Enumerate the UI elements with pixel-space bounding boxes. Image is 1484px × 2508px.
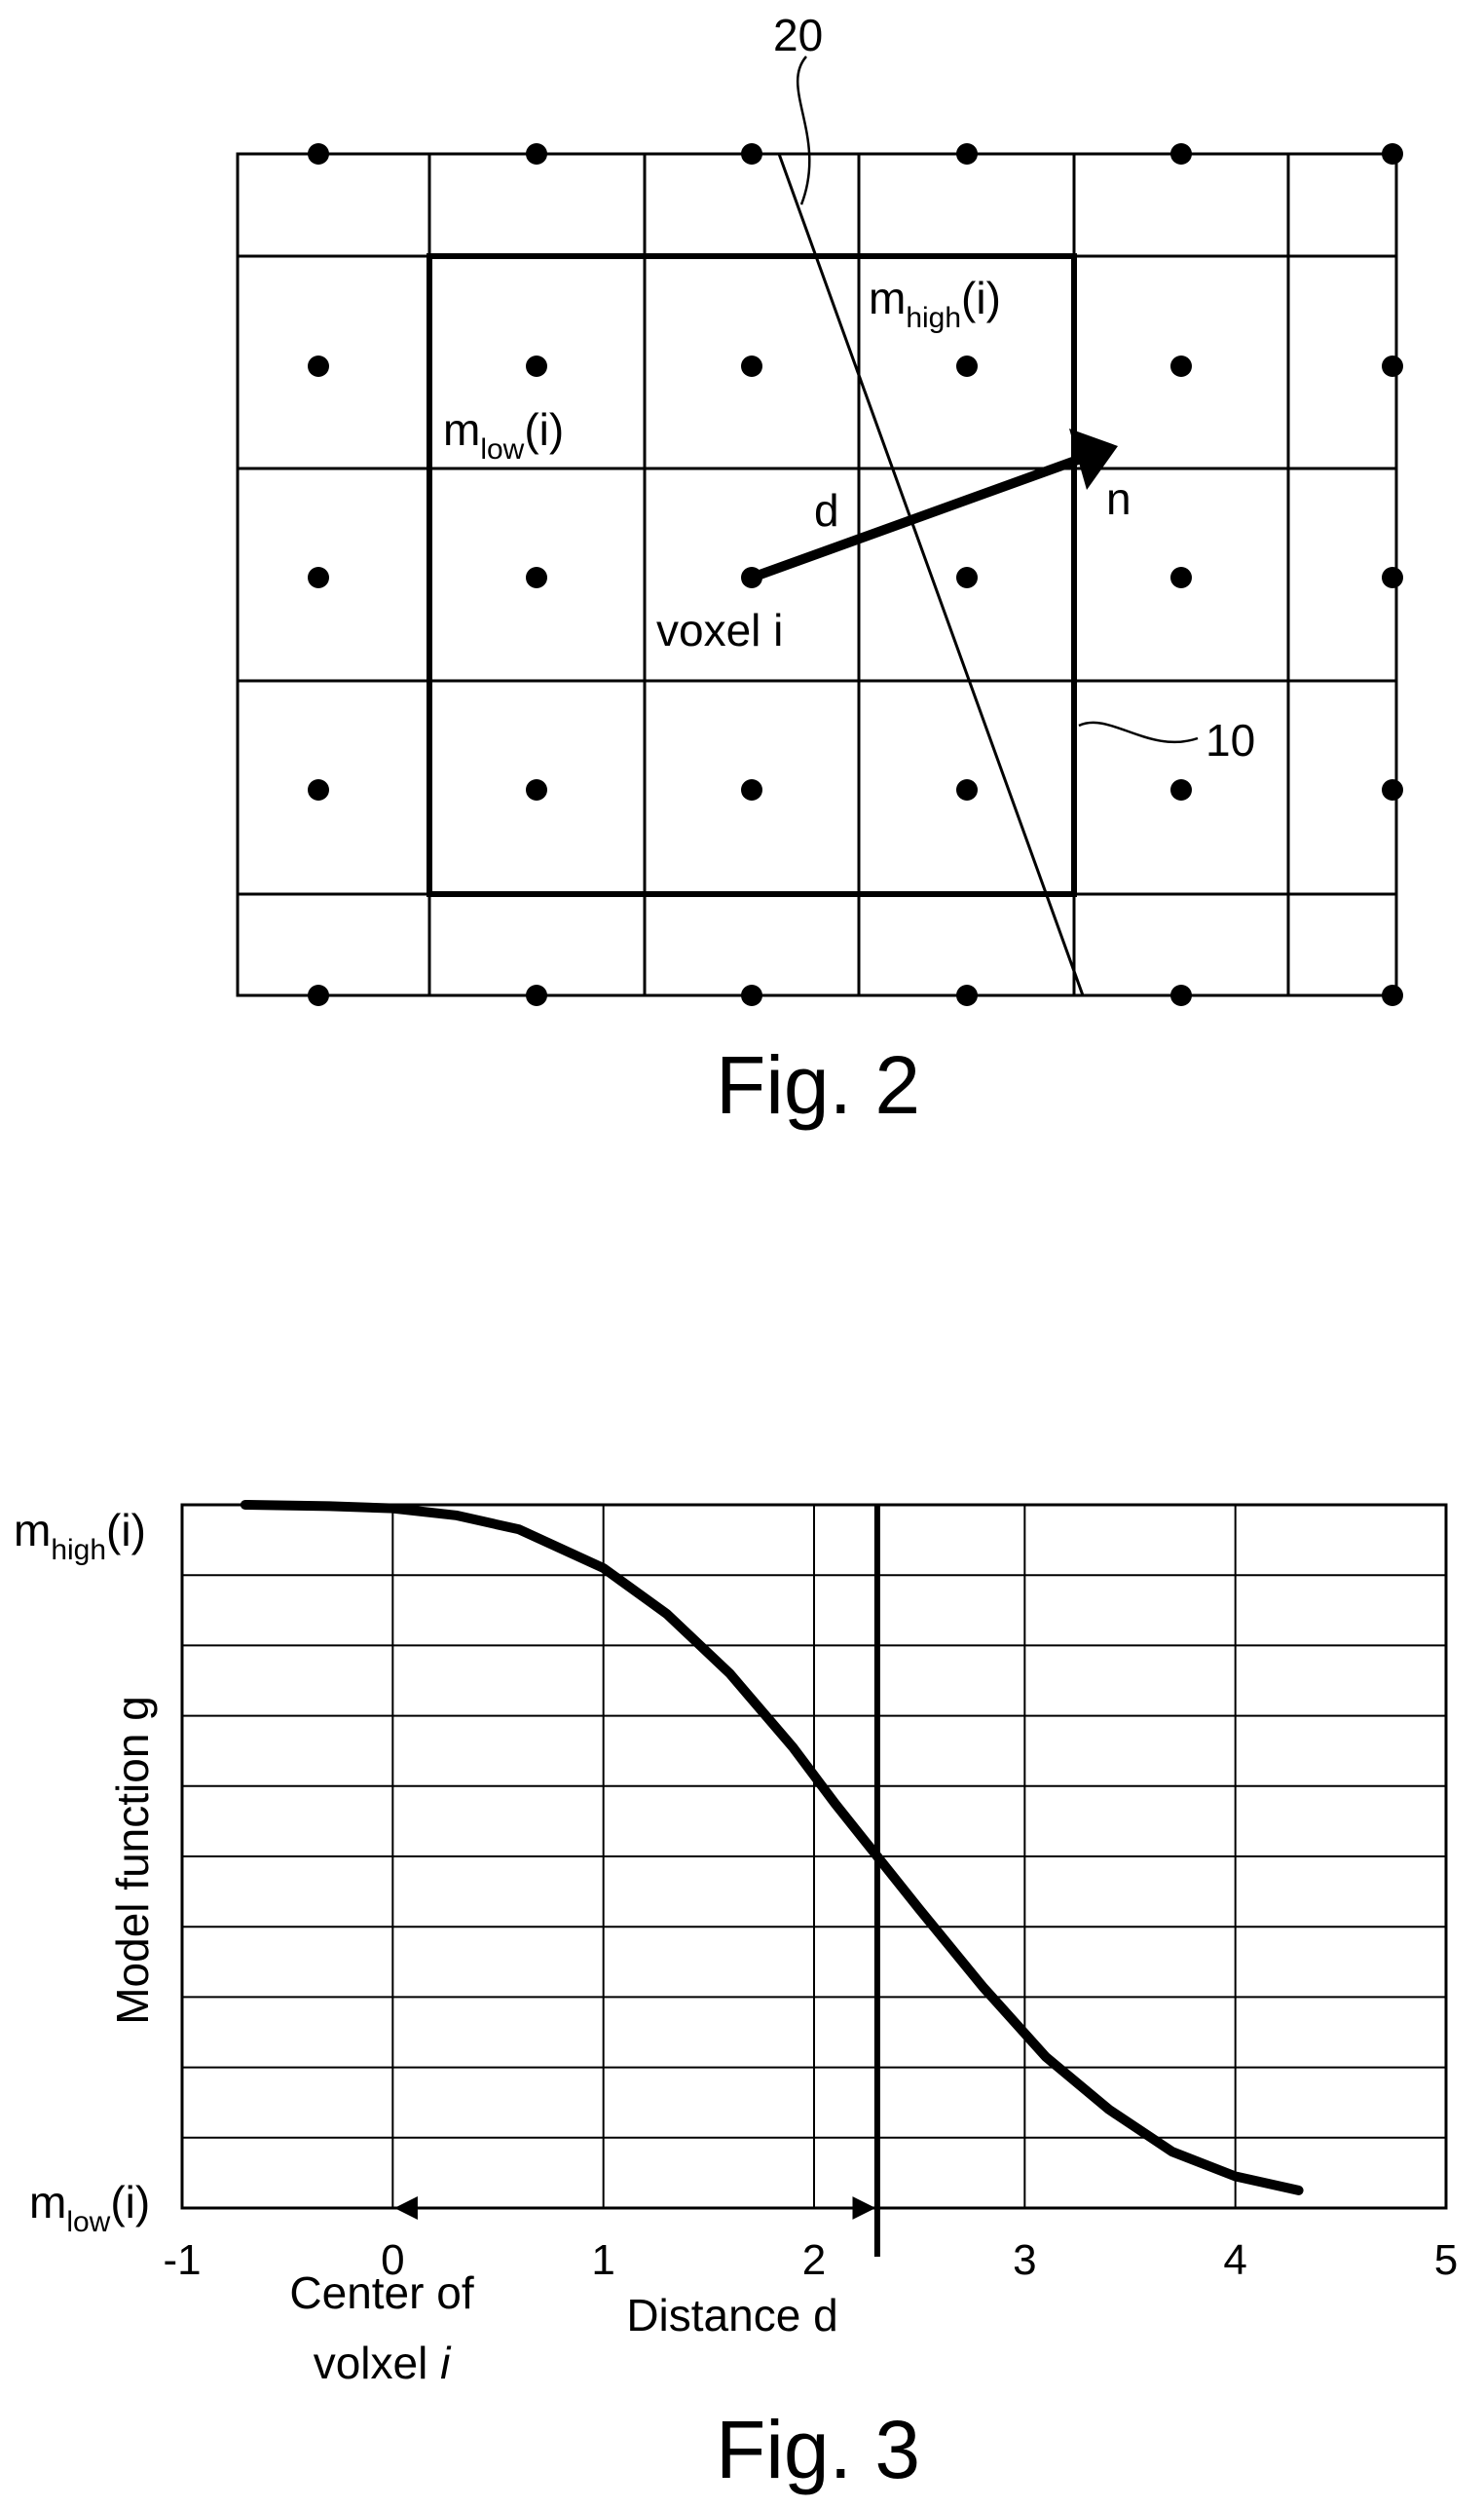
leader-10 (1079, 723, 1198, 742)
fig3-model-function-chart: -1012345 mhigh(i) mlow(i) Model function… (14, 1505, 1458, 2495)
voxel-center-dot (741, 356, 762, 377)
x-tick-label: 2 (802, 2236, 826, 2284)
x-tick-label: 4 (1223, 2236, 1246, 2284)
voxel-center-dot (741, 985, 762, 1006)
fig3-caption: Fig. 3 (716, 2404, 920, 2495)
x-tick-label: -1 (163, 2236, 201, 2284)
voxel-center-dot (1170, 143, 1192, 165)
voxel-center-dot (1382, 143, 1403, 165)
voxel-center-dot (308, 985, 329, 1006)
m-low-label: mlow(i) (443, 404, 564, 466)
voxel-center-dot (1170, 356, 1192, 377)
x-tick-label: 3 (1013, 2236, 1036, 2284)
chart-grid (182, 1505, 1446, 2208)
voxel-center-dot (956, 567, 978, 588)
voxel-center-dot (1170, 985, 1192, 1006)
center-label-line2: volxel i (314, 2338, 452, 2388)
voxel-center-dot (956, 779, 978, 801)
voxel-center-dot (526, 356, 547, 377)
x-tick-label: 1 (591, 2236, 614, 2284)
fig2-voxel-grid-diagram: 20 10 mhigh(i) mlow(i) d n voxel i Fig. … (238, 10, 1403, 1131)
voxel-center-dot (526, 779, 547, 801)
y-bottom-label: mlow(i) (29, 2177, 150, 2238)
voxel-center-dot (308, 143, 329, 165)
voxel-center-dot (956, 143, 978, 165)
voxel-center-dot (308, 779, 329, 801)
voxel-center-dot (526, 985, 547, 1006)
normal-vector-arrow (752, 459, 1081, 578)
distance-label: Distance d (626, 2290, 837, 2340)
voxel-center-dot (1382, 356, 1403, 377)
voxel-center-dot (1170, 567, 1192, 588)
voxel-center-dot (956, 356, 978, 377)
voxel-center-dot (308, 356, 329, 377)
x-tick-label: 5 (1434, 2236, 1458, 2284)
voxel-center-dot (526, 567, 547, 588)
normal-n-label: n (1106, 473, 1132, 524)
m-high-label: mhigh(i) (869, 273, 1001, 334)
voxel-grid (238, 154, 1396, 995)
leader-20 (798, 56, 809, 205)
voxel-i-label: voxel i (656, 605, 783, 655)
voxel-center-dot (308, 567, 329, 588)
voxel-center-dot (741, 779, 762, 801)
voxel-centers (308, 143, 1403, 1006)
distance-d-label: d (814, 485, 839, 536)
voxel-center-dot (1170, 779, 1192, 801)
fig2-caption: Fig. 2 (716, 1039, 920, 1131)
voxel-center-dot (1382, 985, 1403, 1006)
ref-10-label: 10 (1206, 715, 1255, 766)
voxel-center-dot (526, 143, 547, 165)
y-axis-title: Model function g (107, 1696, 158, 2025)
ref-20-label: 20 (773, 10, 823, 60)
voxel-center-dot (1382, 779, 1403, 801)
boundary-line (779, 154, 1083, 995)
center-label-line1: Center of (289, 2267, 473, 2318)
voxel-center-dot (741, 143, 762, 165)
voxel-center-dot (956, 985, 978, 1006)
grid-border (238, 154, 1396, 995)
voxel-center-dot (1382, 567, 1403, 588)
y-top-label: mhigh(i) (14, 1505, 146, 1566)
model-curve (245, 1505, 1299, 2190)
